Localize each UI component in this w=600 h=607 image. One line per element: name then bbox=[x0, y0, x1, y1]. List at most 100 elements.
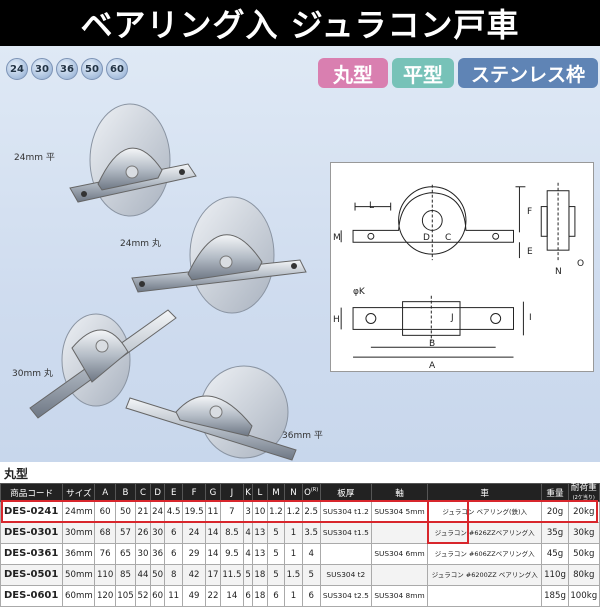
cell-M: 5 bbox=[266, 564, 286, 587]
dim-label-I: I bbox=[529, 313, 532, 323]
cell-M: 5 bbox=[266, 522, 286, 545]
cell-C: 30 bbox=[135, 543, 151, 566]
dim-label-J: J bbox=[451, 313, 454, 323]
product-illustrations bbox=[29, 103, 307, 461]
cell-size: 30mm bbox=[62, 522, 96, 545]
size-badge-50: 50 bbox=[81, 58, 103, 80]
roller-24-round-icon bbox=[131, 196, 307, 314]
cell-plate bbox=[319, 543, 373, 566]
col-size: サイズ bbox=[62, 482, 96, 503]
cell-D: 50 bbox=[149, 564, 166, 587]
cell-plate: SUS304 t1.5 bbox=[319, 522, 373, 545]
col-C: C bbox=[135, 482, 151, 503]
cell-C: 26 bbox=[135, 522, 151, 545]
cell-A: 110 bbox=[94, 564, 116, 587]
col-K: K bbox=[243, 482, 254, 503]
col-O: O(R) bbox=[301, 482, 321, 503]
page-title: ベアリング入 ジュラコン戸車 bbox=[0, 0, 600, 46]
cell-F: 24 bbox=[181, 522, 207, 545]
cell-J: 14 bbox=[219, 585, 245, 607]
cell-code: DES-0361 bbox=[0, 543, 64, 566]
cell-B: 50 bbox=[114, 501, 137, 524]
cell-size: 36mm bbox=[62, 543, 96, 566]
cell-A: 76 bbox=[94, 543, 116, 566]
cell-axis: SUS304 8mm bbox=[371, 585, 428, 607]
cell-plate: SUS304 t1.2 bbox=[319, 501, 373, 524]
cell-B: 105 bbox=[114, 585, 137, 607]
cell-F: 19.5 bbox=[181, 501, 207, 524]
cell-E: 11 bbox=[164, 585, 183, 607]
cell-G: 22 bbox=[205, 585, 221, 607]
dim-label-K: φK bbox=[353, 287, 365, 297]
cell-J: 7 bbox=[219, 501, 245, 524]
cell-M: 1.2 bbox=[266, 501, 286, 524]
cell-axis bbox=[371, 564, 428, 587]
cell-axis: SUS304 6mm bbox=[371, 543, 428, 566]
size-badge-24: 24 bbox=[6, 58, 28, 80]
cell-L: 13 bbox=[252, 522, 268, 545]
size-badge-30: 30 bbox=[31, 58, 53, 80]
tag-stainless-frame: ステンレス枠 bbox=[458, 58, 598, 88]
col-M: M bbox=[266, 482, 286, 503]
cell-wheel: ジュラコン #606ZZベアリング入 bbox=[426, 543, 543, 566]
cell-load: 100kg bbox=[567, 585, 600, 607]
photo-label-36-flat: 36mm 平 bbox=[282, 431, 323, 441]
cell-F: 42 bbox=[181, 564, 207, 587]
cell-A: 60 bbox=[94, 501, 116, 524]
cell-K: 4 bbox=[243, 543, 254, 566]
cell-wheel: ジュラコン ベアリング(鉄)入 bbox=[426, 501, 543, 524]
cell-plate: SUS304 t2.5 bbox=[319, 585, 373, 607]
cell-O: 4 bbox=[301, 543, 321, 566]
cell-M: 5 bbox=[266, 543, 286, 566]
cell-J: 11.5 bbox=[219, 564, 245, 587]
cell-load: 30kg bbox=[567, 522, 600, 545]
cell-code: DES-0601 bbox=[0, 585, 64, 607]
cell-weight: 185g bbox=[541, 585, 569, 607]
cell-N: 1.2 bbox=[284, 501, 303, 524]
col-D: D bbox=[149, 482, 166, 503]
col-O-label: O bbox=[304, 488, 311, 499]
roller-30-round-icon bbox=[29, 309, 177, 419]
col-plate: 板厚 bbox=[319, 482, 373, 503]
cell-N: 1.5 bbox=[284, 564, 303, 587]
cell-weight: 20g bbox=[541, 501, 569, 524]
cell-G: 17 bbox=[205, 564, 221, 587]
cell-N: 1 bbox=[284, 585, 303, 607]
cell-M: 6 bbox=[266, 585, 286, 607]
roller-36-flat-icon bbox=[125, 365, 297, 461]
size-badge-60: 60 bbox=[106, 58, 128, 80]
col-O-sup: (R) bbox=[310, 487, 319, 494]
dim-label-H: H bbox=[333, 315, 340, 325]
cell-A: 68 bbox=[94, 522, 116, 545]
tag-round-type: 丸型 bbox=[318, 58, 388, 88]
cell-load: 20kg bbox=[567, 501, 600, 524]
cell-N: 1 bbox=[284, 522, 303, 545]
cell-weight: 35g bbox=[541, 522, 569, 545]
dim-label-N: N bbox=[555, 267, 562, 277]
cell-E: 6 bbox=[164, 522, 183, 545]
dim-label-A: A bbox=[429, 361, 436, 371]
cell-code: DES-0241 bbox=[0, 501, 64, 524]
cell-D: 36 bbox=[149, 543, 166, 566]
col-code: 商品コード bbox=[0, 482, 64, 503]
tag-flat-type: 平型 bbox=[392, 58, 454, 88]
cell-E: 4.5 bbox=[164, 501, 183, 524]
col-load: 耐荷重(2ケ当り) bbox=[567, 482, 600, 503]
cell-wheel: ジュラコン #626ZZベアリング入 bbox=[426, 522, 543, 545]
cell-axis bbox=[371, 522, 428, 545]
cell-size: 24mm bbox=[62, 501, 96, 524]
cell-J: 9.5 bbox=[219, 543, 245, 566]
table-header-row: 商品コード サイズ A B C D E F G J K L M N O(R) 板… bbox=[0, 482, 600, 503]
cell-C: 44 bbox=[135, 564, 151, 587]
cell-C: 21 bbox=[135, 501, 151, 524]
dim-label-L: L bbox=[369, 201, 375, 211]
cell-B: 85 bbox=[114, 564, 137, 587]
cell-D: 24 bbox=[149, 501, 166, 524]
col-B: B bbox=[114, 482, 137, 503]
cell-weight: 45g bbox=[541, 543, 569, 566]
cell-N: 1 bbox=[284, 543, 303, 566]
